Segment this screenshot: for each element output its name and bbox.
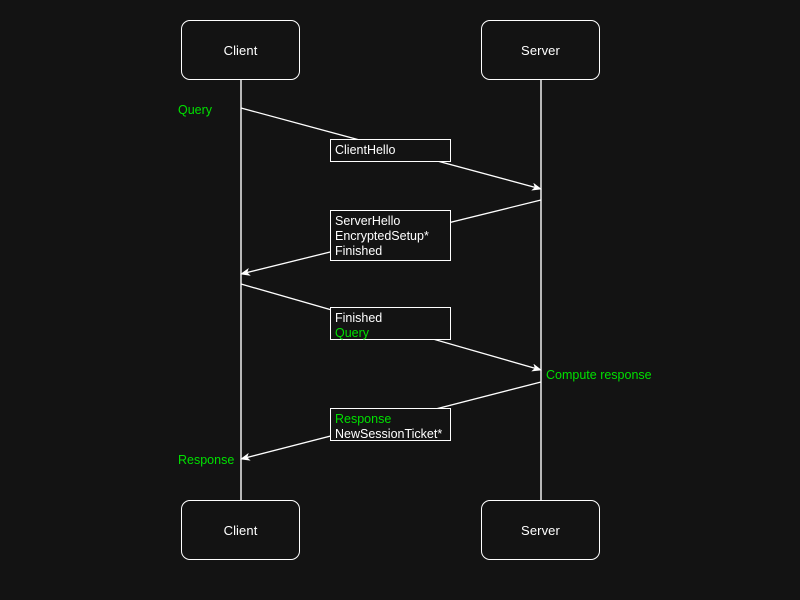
annotation-response: Response (178, 453, 234, 467)
message-line-highlighted: Query (335, 326, 370, 340)
annotation-response-text: Response (178, 453, 235, 467)
message-line: ClientHello (335, 143, 396, 157)
actor-label-client-top: Client (223, 42, 258, 58)
actor-box-client-bottom: Client (181, 500, 300, 560)
message-line: Finished (335, 311, 383, 325)
message-line: EncryptedSetup* (335, 229, 429, 243)
message-line: Finished (335, 244, 383, 258)
actor-box-server-top: Server (481, 20, 600, 80)
actor-label-server-bottom: Server (521, 522, 560, 538)
annotation-query: Query (178, 103, 212, 117)
message-box-client-hello: ClientHello (330, 139, 451, 162)
message-line: NewSessionTicket* (335, 427, 443, 441)
actor-box-client-top: Client (181, 20, 300, 80)
message-box-response-ticket: Response NewSessionTicket* (330, 408, 451, 441)
message-box-finished-query: Finished Query (330, 307, 451, 340)
message-box-server-hello: ServerHello EncryptedSetup* Finished (330, 210, 451, 261)
actor-label-server-top: Server (521, 42, 560, 58)
annotation-compute-response: Compute response (546, 368, 652, 382)
annotation-compute-response-text: Compute response (546, 368, 652, 382)
annotation-query-text: Query (178, 103, 213, 117)
message-line: ServerHello (335, 214, 401, 228)
actor-label-client-bottom: Client (223, 522, 258, 538)
message-line-highlighted: Response (335, 412, 392, 426)
actor-box-server-bottom: Server (481, 500, 600, 560)
